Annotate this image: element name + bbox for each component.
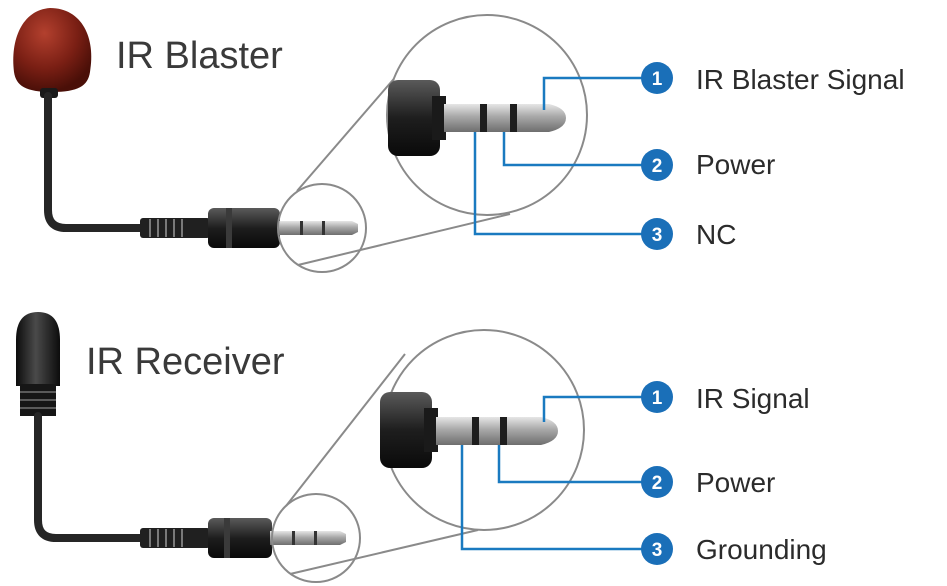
ir-blaster-section: 1 2 3 IR Blaster Signal Power NC IR Blas… — [13, 8, 905, 273]
blaster-pin1-line — [542, 76, 655, 110]
svg-text:1: 1 — [652, 388, 663, 409]
ir-blaster-head-icon — [13, 8, 92, 98]
svg-text:1: 1 — [652, 69, 663, 90]
blaster-enlarged-plug — [388, 80, 566, 156]
audio-jack-plug-icon — [140, 208, 358, 248]
svg-text:2: 2 — [652, 156, 663, 177]
blaster-pin1-badge: 1 — [641, 62, 673, 94]
audio-jack-plug-icon — [140, 518, 346, 558]
receiver-enlarged-plug — [380, 392, 558, 468]
receiver-pin3-badge: 3 — [641, 533, 673, 565]
receiver-focus-circle — [271, 493, 361, 583]
blaster-pin3-badge: 3 — [641, 218, 673, 250]
receiver-pin3-label: Grounding — [696, 534, 827, 565]
receiver-pin3-line — [460, 445, 655, 551]
blaster-pin3-line — [473, 132, 655, 236]
svg-text:3: 3 — [652, 225, 663, 246]
receiver-pin2-label: Power — [696, 467, 775, 498]
svg-text:3: 3 — [652, 540, 663, 561]
receiver-pin1-badge: 1 — [641, 381, 673, 413]
receiver-pin2-line — [497, 445, 655, 484]
blaster-pin3-label: NC — [696, 219, 736, 250]
blaster-title: IR Blaster — [116, 35, 283, 77]
blaster-pin2-line — [502, 132, 655, 167]
svg-text:2: 2 — [652, 473, 663, 494]
receiver-pin1-line — [542, 395, 655, 422]
receiver-title: IR Receiver — [86, 341, 285, 383]
ir-blaster-cable — [44, 92, 154, 232]
receiver-pin1-label: IR Signal — [696, 383, 810, 414]
blaster-pin2-badge: 2 — [641, 149, 673, 181]
blaster-focus-circle — [277, 183, 367, 273]
blaster-pin2-label: Power — [696, 149, 775, 180]
receiver-pin2-badge: 2 — [641, 466, 673, 498]
ir-receiver-head-icon — [16, 312, 60, 416]
blaster-pin1-label: IR Blaster Signal — [696, 64, 905, 95]
ir-receiver-cable — [34, 412, 154, 542]
ir-receiver-section: 1 2 3 IR Signal Power Grounding IR Recei… — [16, 312, 827, 583]
